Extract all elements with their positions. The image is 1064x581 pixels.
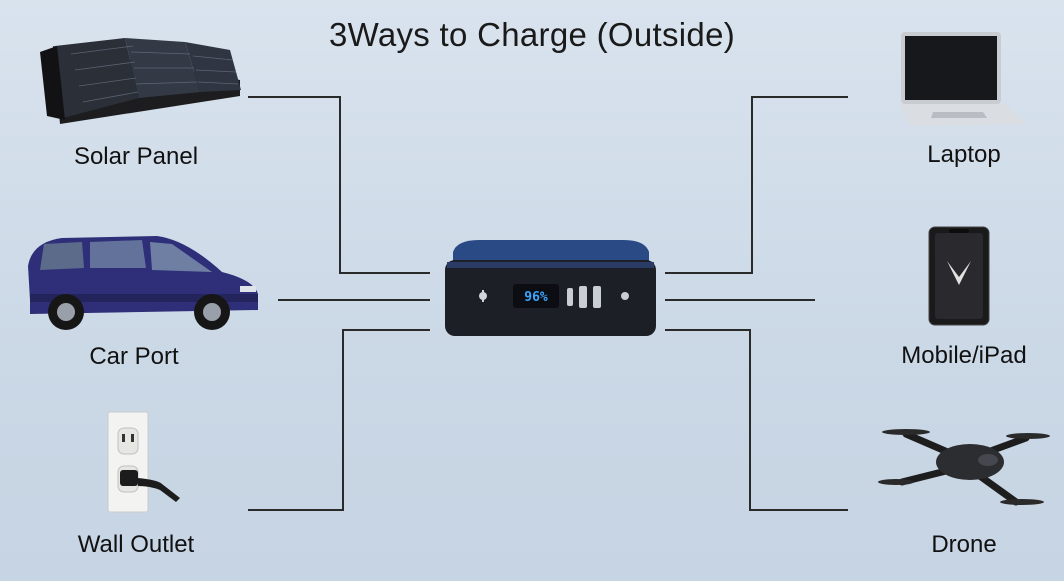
- battery-display: 96%: [524, 290, 548, 305]
- phone-icon: [928, 226, 990, 326]
- diagram-title: 3Ways to Charge (Outside): [328, 16, 736, 53]
- label-car-port: Car Port: [89, 343, 179, 370]
- line-outlet: [248, 329, 430, 511]
- label-mobile-ipad: Mobile/iPad: [901, 342, 1027, 369]
- line-drone: [665, 329, 848, 511]
- wall-outlet-icon: [107, 411, 180, 513]
- label-laptop: Laptop: [927, 141, 1001, 168]
- line-solar: [248, 96, 430, 274]
- laptop-icon: [899, 32, 1027, 126]
- car-icon: [28, 236, 258, 330]
- label-solar-panel: Solar Panel: [73, 143, 199, 170]
- drone-icon: [878, 429, 1050, 506]
- line-laptop: [665, 96, 848, 274]
- solar-panel-icon: [40, 38, 241, 124]
- label-drone: Drone: [931, 531, 997, 558]
- power-station-icon: [445, 240, 656, 336]
- label-wall-outlet: Wall Outlet: [77, 531, 195, 558]
